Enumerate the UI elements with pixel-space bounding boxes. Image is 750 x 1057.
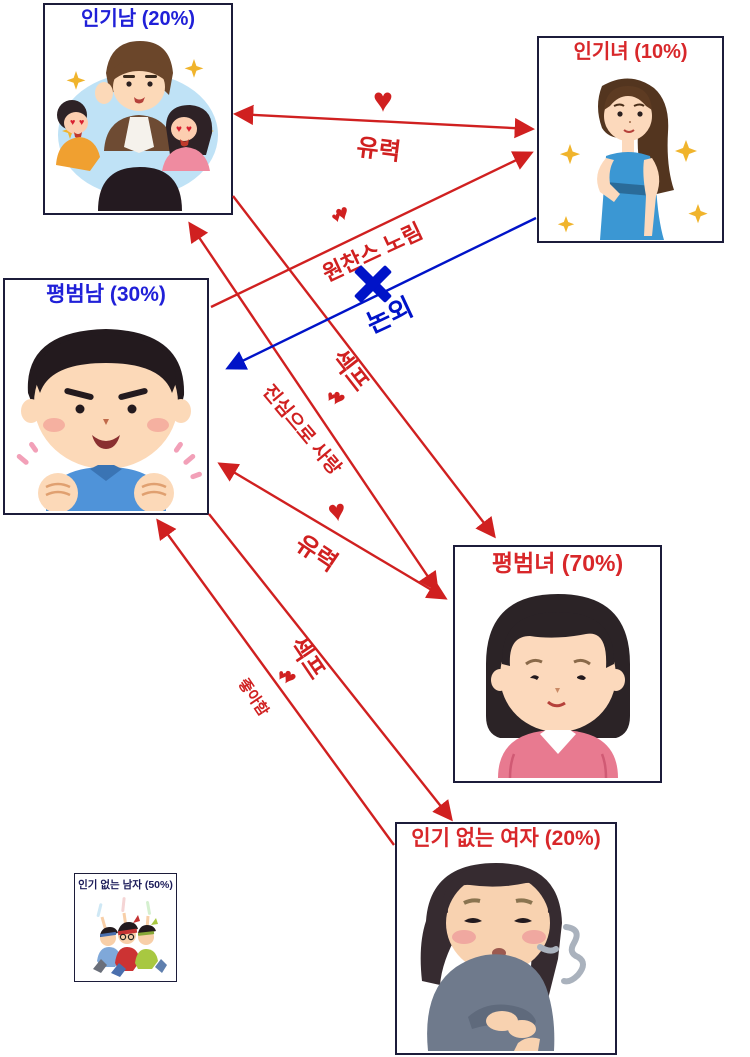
svg-text:♥: ♥: [176, 124, 182, 135]
heart-icon: ♥: [273, 666, 291, 686]
unpopular-woman-title: 인기 없는 여자 (20%): [411, 827, 601, 850]
edge-sex-friend-upper: [232, 195, 496, 539]
heart-icon: ♥: [325, 493, 349, 530]
node-popular-man: 인기남 (20%) ♥ ♥: [43, 3, 233, 215]
unpopular-man-illustration: [93, 897, 167, 978]
heart-icon: ♥: [277, 662, 302, 691]
edge-likely-top: [232, 104, 536, 139]
cross-mark-icon: [353, 264, 393, 304]
heart-icon: ♥: [332, 198, 353, 227]
two-hearts-icon: ♥♥: [322, 381, 351, 413]
node-unpopular-man: 인기 없는 남자 (50%): [74, 873, 177, 982]
edge-label-likely-mid: 유력: [290, 529, 343, 578]
node-unpopular-woman: 인기 없는 여자 (20%): [395, 822, 617, 1055]
svg-text:♥: ♥: [70, 117, 75, 127]
popular-man-title: 인기남 (20%): [80, 8, 196, 30]
edge-likes: [156, 518, 395, 846]
edge-true-love: [188, 221, 439, 593]
average-woman-illustration: [486, 594, 630, 779]
two-hearts-icon: ♥♥: [327, 198, 353, 229]
unpopular-man-title: 인기 없는 남자 (50%): [78, 879, 173, 891]
node-average-woman: 평범녀 (70%): [453, 545, 662, 783]
popular-woman-title: 인기녀 (10%): [573, 41, 688, 63]
edge-label-true-love: 진심으로 사랑: [258, 381, 345, 480]
popular-man-illustration: ♥ ♥ ♥ ♥: [56, 41, 218, 211]
average-man-title: 평범남 (30%): [46, 283, 166, 306]
average-woman-title: 평범녀 (70%): [491, 550, 624, 576]
heart-icon: ♥: [372, 81, 394, 120]
edge-label-sex-friend-lower: 섹프: [282, 632, 331, 685]
heart-icon: ♥: [322, 387, 339, 407]
heart-icon: ♥: [329, 208, 344, 228]
two-hearts-icon: ♥♥: [272, 660, 302, 692]
edge-label-likes: 좋아함: [234, 675, 272, 720]
svg-text:♥: ♥: [186, 124, 192, 135]
average-man-illustration: [16, 329, 202, 512]
unpopular-woman-illustration: [420, 863, 586, 1052]
node-popular-woman: 인기녀 (10%): [537, 36, 724, 243]
edge-label-sex-friend-upper: 섹프: [325, 345, 374, 397]
svg-text:♥: ♥: [79, 117, 84, 127]
edge-likely-mid: [217, 462, 448, 600]
popular-woman-illustration: [557, 78, 708, 240]
heart-icon: ♥: [326, 383, 351, 412]
node-average-man: 평범남 (30%): [3, 278, 209, 515]
edge-sex-friend-lower: [208, 513, 453, 822]
edge-label-likely-top: 유력: [355, 133, 403, 167]
